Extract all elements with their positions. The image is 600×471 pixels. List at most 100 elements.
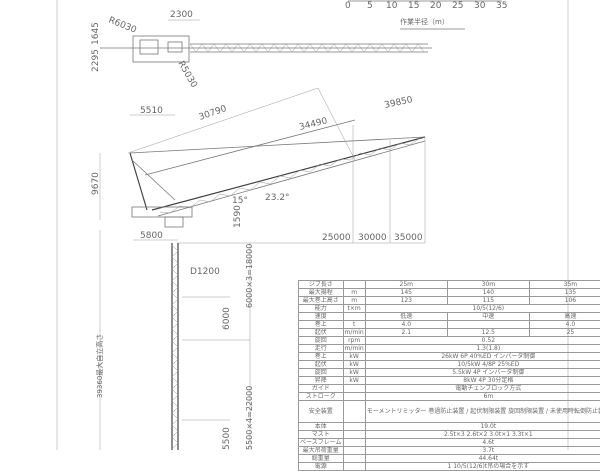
scale-tick: 35 [496, 1, 507, 11]
spec-label: 能力 [299, 305, 344, 313]
dim-2295: 2295 [91, 49, 101, 72]
spec-value: 10/5kW 4/8P 25%ED [365, 361, 600, 369]
spec-row: ガイド 電動チェンブロック方式 [299, 385, 600, 393]
scale-tick: 15 [408, 1, 419, 11]
dim-18000: 6000×3=18000 [245, 244, 254, 308]
spec-unit [343, 431, 365, 439]
dim-9670: 9670 [91, 172, 101, 195]
spec-unit [343, 281, 365, 289]
scale-tick: 10 [386, 1, 398, 11]
spec-value: 3.7t [365, 447, 600, 455]
spec-value: 0.52 [365, 337, 600, 345]
spec-label: 安全装置 [299, 401, 344, 423]
spec-unit [343, 313, 365, 321]
dim-35000: 35000 [394, 233, 423, 243]
spec-value: 145 [365, 289, 447, 297]
spec-label: 速度 [299, 313, 344, 321]
spec-label: 旋回 [299, 369, 344, 377]
spec-label: 電源 [299, 463, 344, 471]
dim-1590: 1590 [233, 205, 243, 228]
elevation-view: 5510 30790 34490 39850 9670 5800 1590 15… [91, 88, 425, 243]
spec-value: 106 [529, 297, 600, 305]
spec-row: 電源 1 10/5(12/6)t吊の場合を示す [299, 463, 600, 471]
spec-unit: t×m [343, 305, 365, 313]
radius-scale: 0 5 10 15 20 25 30 35 作業半径（m） [345, 1, 507, 29]
spec-row: 速度低速中速高速 [299, 313, 600, 321]
spec-value [447, 321, 529, 329]
spec-value: 4.0 [365, 321, 447, 329]
spec-row: 最大吊荷重量 3.7t [299, 447, 600, 455]
spec-label: 起伏 [299, 361, 344, 369]
spec-value: 35m [529, 281, 600, 289]
spec-value: 5.5kW 4P インバータ制御 [365, 369, 600, 377]
dim-1645: 1645 [91, 22, 101, 45]
spec-label: マスト [299, 431, 344, 439]
spec-value: 44.64t [365, 455, 600, 463]
spec-value: 115 [447, 297, 529, 305]
spec-value: 2.5t×3 2.6t×2 3.0t×1 3.3t×1 [365, 431, 600, 439]
spec-value: 中速 [447, 313, 529, 321]
dim-22000: 5500×4=22000 [245, 386, 254, 450]
dim-5510: 5510 [140, 106, 163, 116]
spec-label: 最大巻上高さ [299, 297, 344, 305]
spec-value: モーメントリミッター 巻過防止装置 / 起伏制限装置 旋回制限装置 / 未使用時… [365, 401, 600, 423]
dim-30000: 30000 [358, 233, 387, 243]
spec-unit: m/min [343, 329, 365, 337]
dim-6000: 6000 [222, 307, 232, 330]
spec-label: 走行 [299, 345, 344, 353]
dim-34490: 34490 [298, 116, 328, 133]
spec-unit [343, 455, 365, 463]
spec-unit [343, 393, 365, 401]
spec-value: 140 [447, 289, 529, 297]
spec-unit: kW [343, 353, 365, 361]
spec-label: 最大吊荷重量 [299, 447, 344, 455]
spec-unit [343, 423, 365, 431]
dim-2300: 2300 [170, 10, 193, 20]
spec-label: ジブ長さ [299, 281, 344, 289]
spec-label: 旋回 [299, 337, 344, 345]
spec-row: 安全装置モーメントリミッター 巻過防止装置 / 起伏制限装置 旋回制限装置 / … [299, 401, 600, 423]
spec-value: 1.3(1.8) [365, 345, 600, 353]
spec-value: 10/5(12/6) [365, 305, 600, 313]
spec-label: 巻上 [299, 353, 344, 361]
spec-row: 総重量 44.64t [299, 455, 600, 463]
spec-value: 2.1 [365, 329, 447, 337]
spec-label: 総重量 [299, 455, 344, 463]
tower-mast: D1200 6000 6000×3=18000 39360最大自立高さ 5500… [95, 230, 254, 450]
spec-label: 最大揚程 [299, 289, 344, 297]
spec-label: ガイド [299, 385, 344, 393]
spec-unit: m [343, 289, 365, 297]
spec-value: 19.0t [365, 423, 600, 431]
spec-unit: m/min [343, 345, 365, 353]
spec-value: 4.6t [365, 439, 600, 447]
scale-tick: 25 [452, 1, 463, 11]
spec-unit [343, 439, 365, 447]
scale-tick: 30 [474, 1, 486, 11]
spec-unit [343, 401, 365, 423]
spec-unit: m [343, 297, 365, 305]
spec-value: 25 [529, 329, 600, 337]
spec-value: 8kW 4P 30分定格 [365, 377, 600, 385]
spec-label: ストローク [299, 393, 344, 401]
dim-39850: 39850 [384, 95, 414, 111]
spec-value: 25m [365, 281, 447, 289]
spec-value: 1 10/5(12/6)t吊の場合を示す [365, 463, 600, 471]
dim-5500: 5500 [222, 427, 232, 450]
spec-unit [343, 463, 365, 471]
scale-tick: 0 [345, 1, 351, 11]
spec-value: 12.5 [447, 329, 529, 337]
spec-value: 135 [529, 289, 600, 297]
scale-tick: 20 [430, 1, 442, 11]
spec-value: 電動チェンブロック方式 [365, 385, 600, 393]
spec-label: 本体 [299, 423, 344, 431]
